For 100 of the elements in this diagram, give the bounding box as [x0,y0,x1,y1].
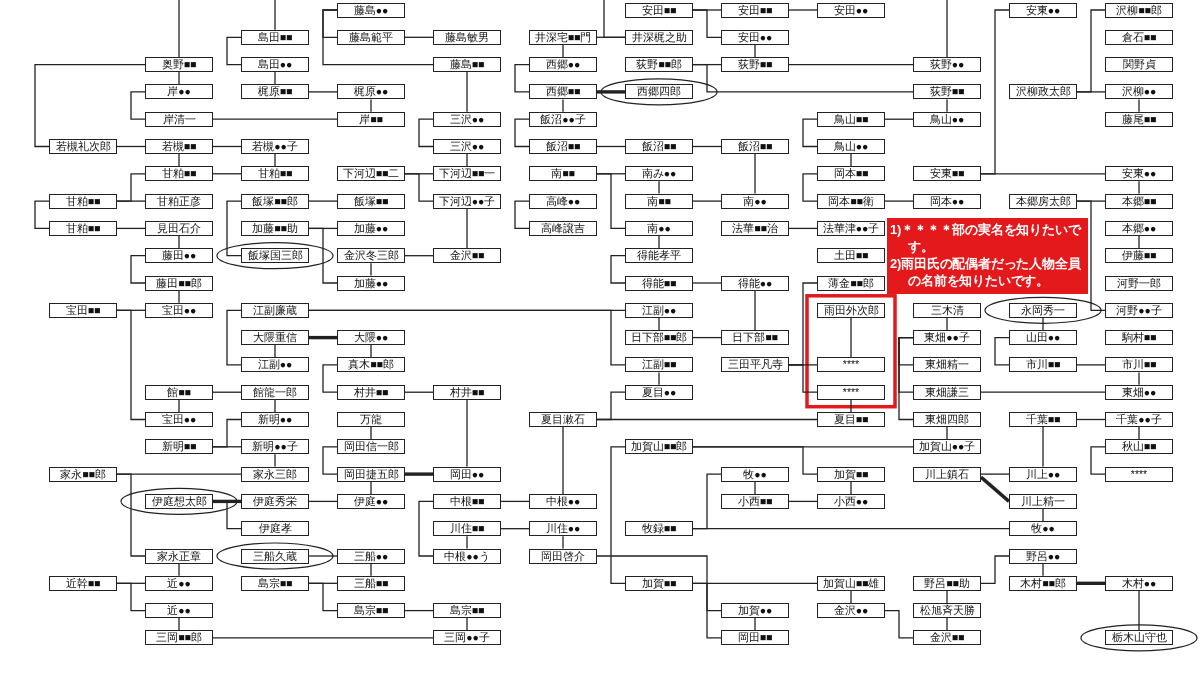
name-box: 井深梶之助 [625,29,693,45]
name-box: 日下部■■ [721,330,789,346]
name-box: 三沢●● [433,111,501,127]
name-box: 江副●● [625,302,693,318]
connector-line [34,63,146,148]
name-box: 鳥山●● [817,139,885,154]
name-box: 大隈●● [337,330,405,346]
name-box: 東畑精一 [913,357,981,373]
name-box: 岡田●● [433,466,501,482]
connector-line [788,63,914,66]
name-box: 甘粕正彦 [145,193,213,209]
name-box: 本郷房太郎 [1009,193,1077,209]
name-box: 藤島範平 [337,29,405,45]
name-box: 岡田■■ [721,630,789,646]
name-box: 三沢●● [433,139,501,154]
name-box: 真木■■郎 [337,357,405,373]
name-box: 栃木山守也 [1105,630,1173,646]
name-box: 市川■■ [1105,357,1173,373]
name-box: 近●● [145,575,213,591]
connector-line [850,317,852,359]
name-box: 川住●● [529,521,597,537]
name-box: 牧●● [721,466,789,482]
name-box: 館■■ [145,384,213,400]
connector-line [1138,235,1140,249]
connector-line [1042,317,1044,331]
name-box: 伊藤■■ [1105,248,1173,264]
connector-line [1138,371,1140,386]
connector-line [692,282,722,284]
connector-line [980,391,1106,393]
name-box: 千葉●●子 [1105,412,1173,427]
name-box: 安田●● [721,29,789,45]
name-box: 高峰譲吉 [529,220,597,236]
connector-line [562,426,564,495]
connector-line [405,472,433,476]
connector-line [308,200,338,202]
name-box: 河野●●子 [1105,302,1173,318]
connector-line [884,200,914,202]
connector-line [116,582,146,612]
name-box: 家永■■郎 [49,466,117,482]
name-box: 荻野●● [913,57,981,73]
connector-line [226,309,242,366]
name-box: 加藤●● [337,275,405,291]
name-box: 三木清 [913,302,981,318]
connector-line [1076,91,1106,93]
name-box: 岡本■■衛 [817,193,885,209]
name-box: 南●● [721,193,789,209]
connector-line [610,446,626,584]
name-box: 島田●● [241,57,309,73]
connector-line [802,118,818,148]
connector-line [370,426,372,440]
connector-line [802,173,818,202]
name-box: 藤島敏男 [433,29,501,45]
connector-line [308,91,338,93]
name-box: 藤尾■■ [1105,111,1173,127]
connector-line [226,200,242,257]
name-box: 沢柳政太郎 [1009,84,1077,100]
name-box: 加賀山●●子 [913,439,981,455]
name-box: 東畑●● [1105,384,1173,400]
name-box: 新明●● [241,412,309,427]
name-box: 梶原■■ [241,84,309,100]
name-box: 村井■■ [433,384,501,400]
connector-line [274,0,276,31]
name-box: 伊庭想太郎 [145,493,213,509]
name-box: **** [817,384,885,400]
connector-line [946,590,948,604]
name-box: 島宗■■ [241,575,309,591]
connector-line [466,71,468,113]
connector-line [788,364,818,393]
name-box: 金沢冬三郎 [337,248,405,264]
connector-line [370,98,372,113]
connector-line [980,173,1106,175]
connector-line [596,173,626,230]
name-box: 新明●●子 [241,439,309,455]
name-box: 江副●● [241,357,309,373]
name-box: 安東■■ [913,166,981,182]
connector-line [596,36,626,38]
connector-line [754,480,756,495]
connector-line [946,317,948,331]
name-box: 松旭斉天勝 [913,603,981,619]
name-box: 川上精一 [1009,493,1077,509]
name-box: 小西■■ [721,493,789,509]
connector-line [1042,562,1044,577]
name-box: 安田●● [817,2,885,18]
name-box: 南■■ [625,193,693,209]
name-box: 万龍 [337,412,405,427]
connector-line [562,535,564,550]
connector-line [610,255,626,284]
connector-line [658,235,660,249]
name-box: 伊庭孝 [241,521,309,537]
name-box: 川上●● [1009,466,1077,482]
connector-line [788,9,818,11]
connector-line [116,309,146,421]
callout-box [887,218,1088,294]
name-box: 中根●●う [433,548,501,564]
name-box: 安東●● [1105,166,1173,182]
name-box: 日下部■■郎 [625,330,693,346]
connector-line [404,391,434,393]
name-box: **** [1105,466,1173,482]
connector-line [946,98,948,113]
connector-line [754,44,756,58]
